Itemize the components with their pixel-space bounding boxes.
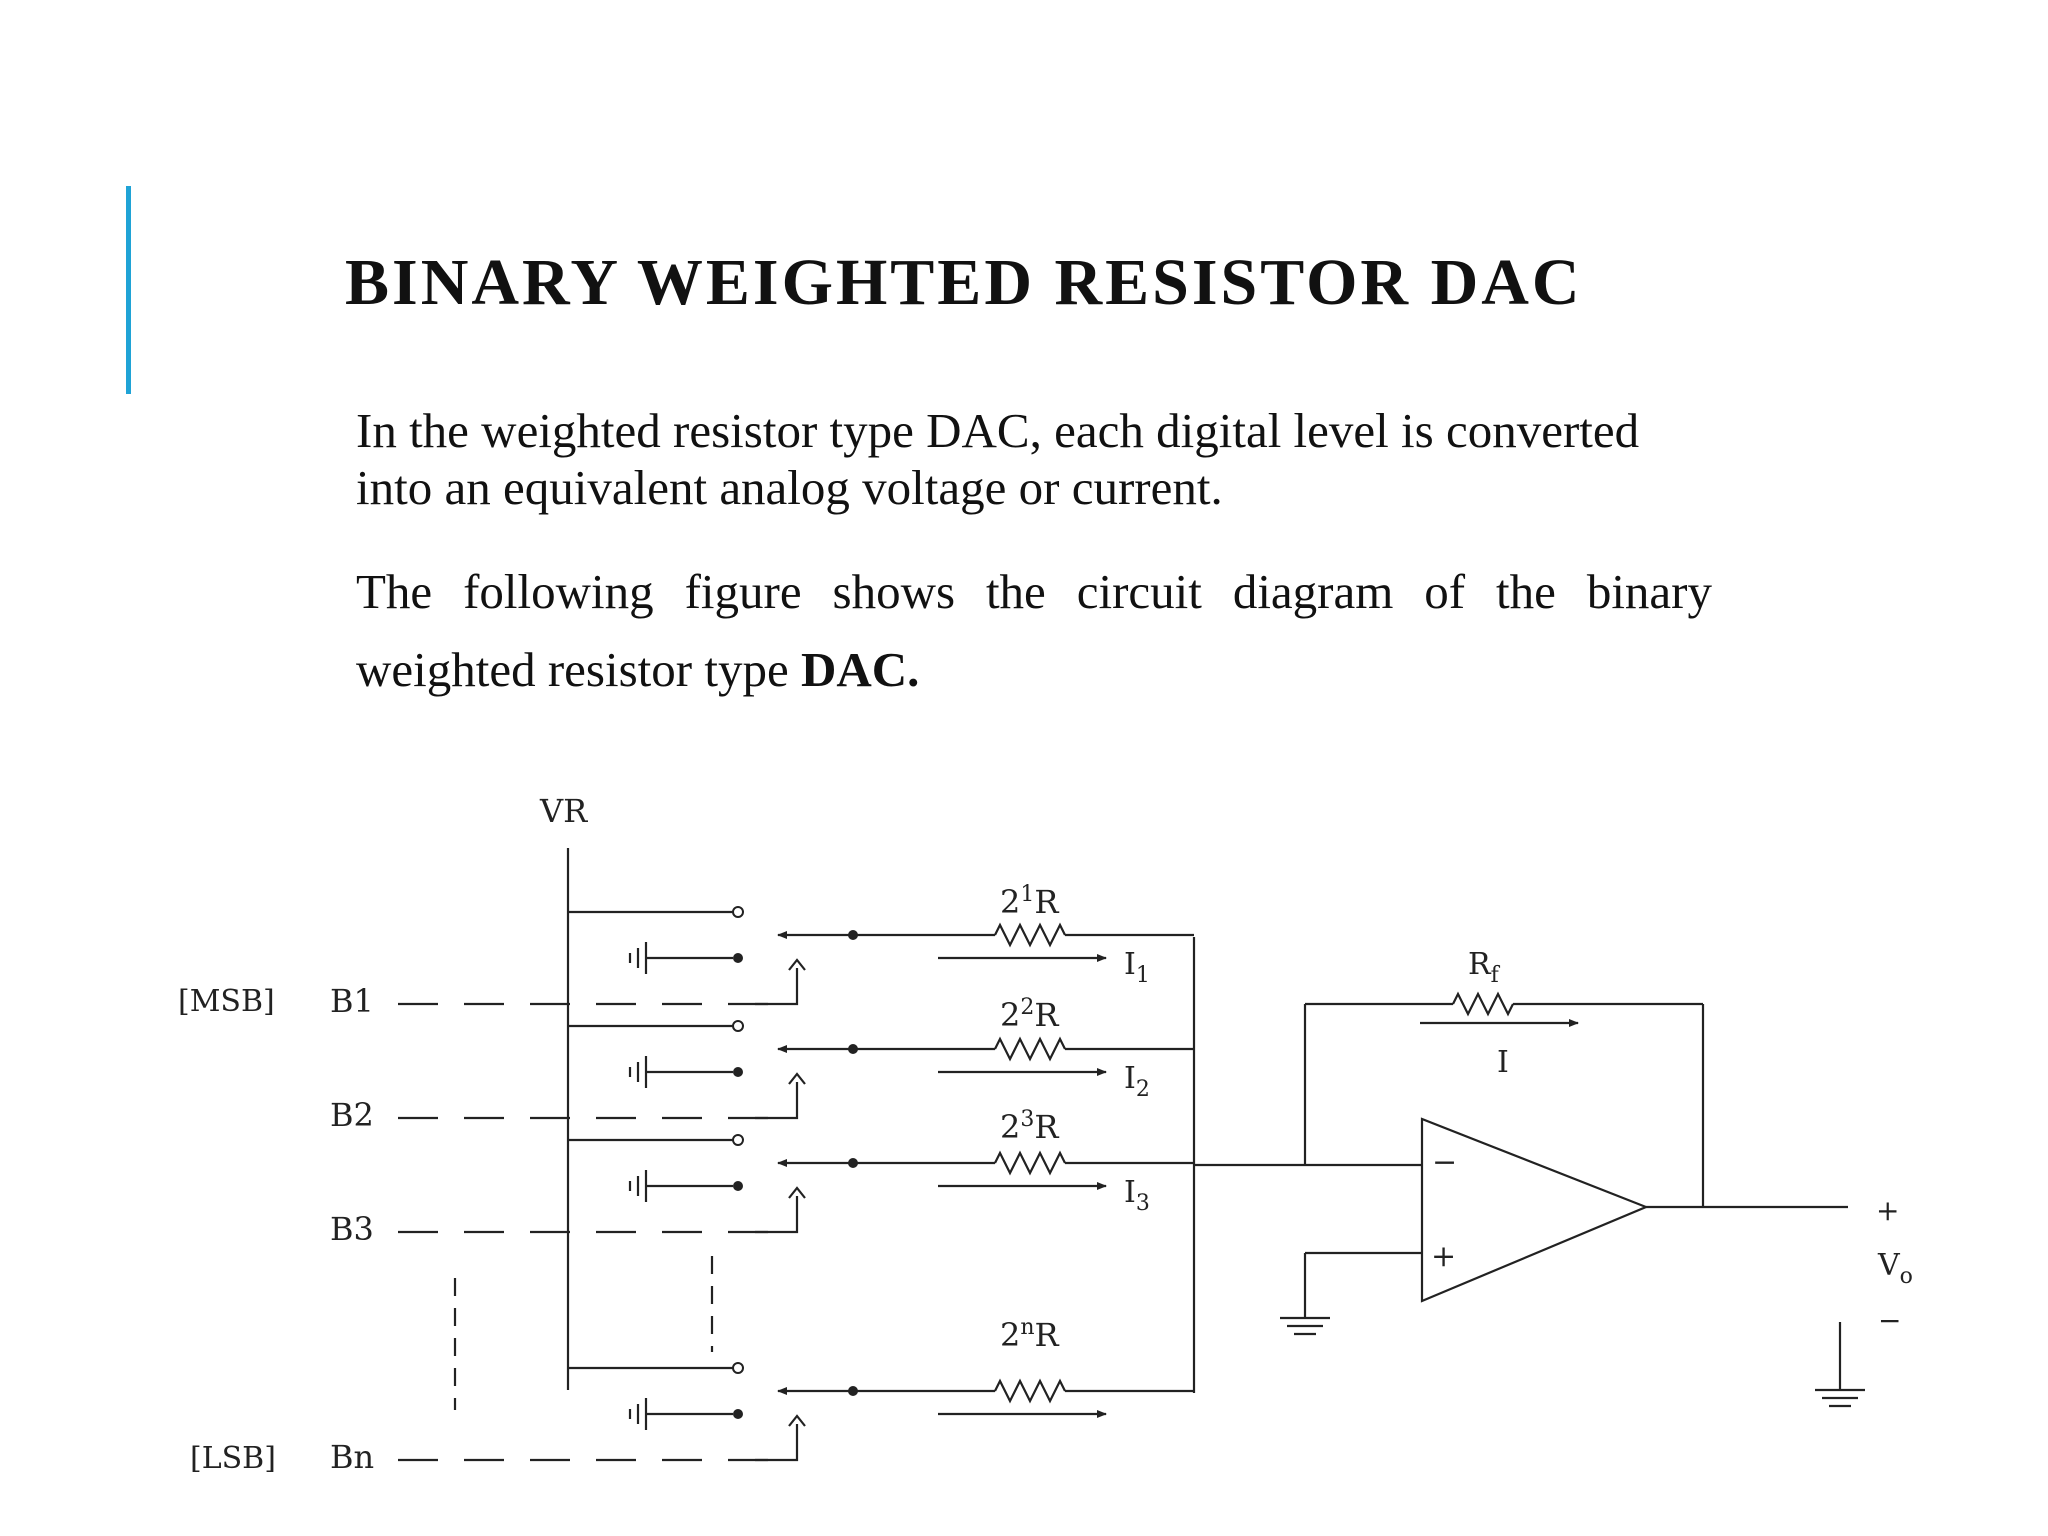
switch-branches (568, 906, 1194, 1462)
feedback-resistor-label: Rf (1468, 947, 1501, 988)
feedback-current-label: I (1497, 1045, 1509, 1080)
bit-label-b2: B2 (330, 1096, 374, 1134)
figure-paragraph: The following figure shows the circuit d… (356, 553, 1712, 709)
output-minus-sign: − (1878, 1304, 1901, 1337)
switch-contact-ground-2 (733, 1067, 743, 1077)
actuator-2 (755, 1082, 799, 1120)
current-label-2: I2 (1124, 1061, 1150, 1102)
opamp-triangle (1420, 1117, 1649, 1303)
output-plus-sign: + (1876, 1194, 1899, 1227)
accent-bar (126, 186, 131, 394)
switch-contact-vr-2 (732, 1020, 744, 1032)
figure-paragraph-tail: DAC. (800, 642, 920, 697)
figure-paragraph-text: The following figure shows the circuit d… (356, 564, 1712, 697)
resistor-label-1: 21R (1000, 882, 1059, 921)
output-voltage-label: Vo (1877, 1248, 1913, 1289)
actuator-hook-2 (788, 1072, 806, 1085)
current-label-1: I1 (1124, 947, 1150, 988)
resistor-label-3: 23R (1000, 1107, 1059, 1146)
bit-control-lines (398, 1002, 792, 1462)
current-label-3: I3 (1124, 1175, 1150, 1216)
switch-contact-ground-1 (733, 953, 743, 963)
actuator-hook-1 (788, 958, 806, 971)
actuator-hook-3 (788, 1186, 806, 1199)
msb-tag: [MSB] (178, 984, 275, 1019)
bit-label-b3: B3 (330, 1210, 374, 1248)
switch-contact-vr-3 (732, 1134, 744, 1146)
switch-contact-vr-4 (732, 1362, 744, 1374)
actuator-1 (755, 968, 799, 1006)
slide-title: BINARY WEIGHTED RESISTOR DAC (345, 246, 1583, 319)
switch-contact-ground-4 (733, 1409, 743, 1419)
resistor-label-2: 22R (1000, 995, 1059, 1034)
resistor-1 (994, 922, 1066, 948)
resistor-2 (994, 1036, 1066, 1062)
actuator-3 (755, 1196, 799, 1234)
noninverting-input-sign: + (1431, 1239, 1456, 1274)
resistor-label-n: 2nR (1000, 1315, 1060, 1354)
resistor-3 (994, 1150, 1066, 1176)
inverting-input-sign: − (1432, 1145, 1457, 1180)
bit-label-bn: Bn (330, 1438, 374, 1476)
actuator-4 (755, 1424, 799, 1462)
switch-contact-vr-1 (732, 906, 744, 918)
lsb-tag: [LSB] (190, 1441, 276, 1476)
bit-label-b1: B1 (330, 982, 374, 1020)
resistor-4 (994, 1378, 1066, 1404)
opamp-section (1194, 991, 1865, 1408)
reference-voltage-label: VR (539, 792, 588, 830)
switch-contact-ground-3 (733, 1181, 743, 1191)
intro-paragraph: In the weighted resistor type DAC, each … (356, 403, 1640, 515)
actuator-hook-4 (788, 1414, 806, 1427)
